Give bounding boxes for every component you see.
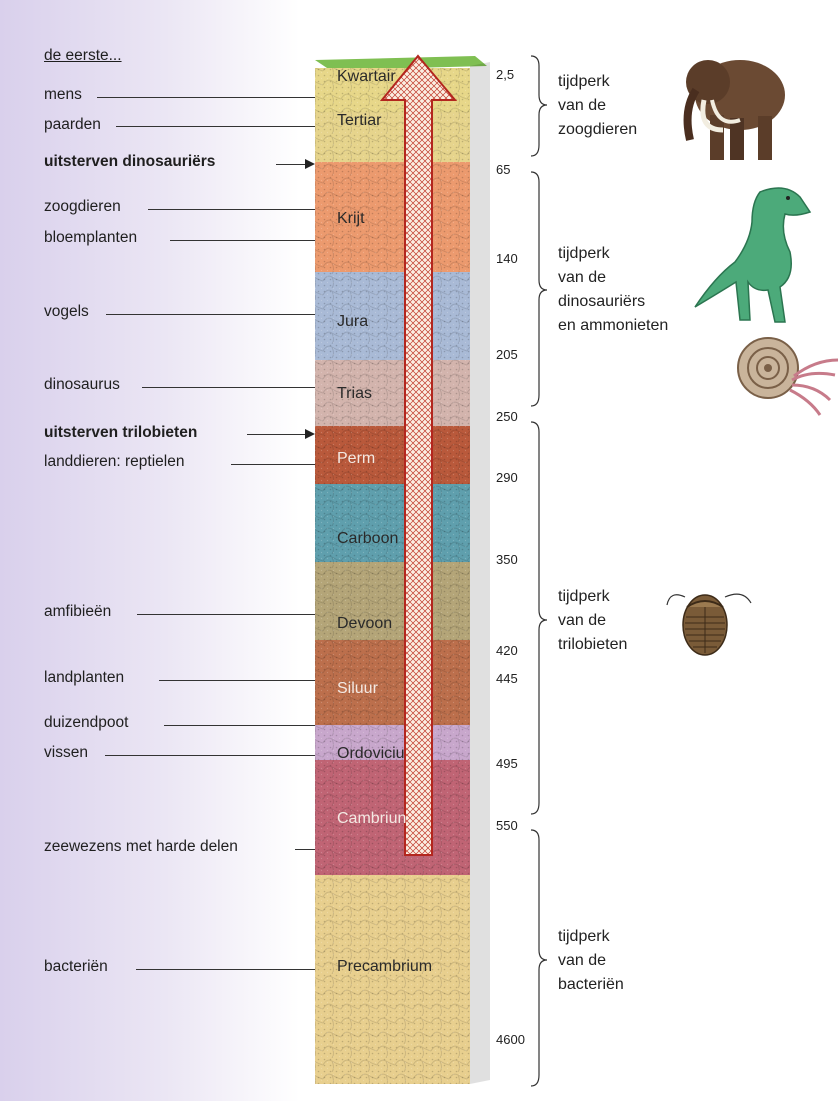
period-label-trias: Trias: [337, 385, 372, 403]
events-heading: de eerste...: [44, 47, 122, 65]
leader-line: [142, 387, 315, 388]
period-label-krijt: Krijt: [337, 210, 365, 228]
event-label: zeewezens met harde delen: [44, 838, 238, 856]
period-label-tertiar: Tertiar: [337, 112, 381, 130]
age-value: 420: [496, 643, 518, 658]
event-label: uitsterven dinosauriërs: [44, 153, 215, 171]
period-label-devoon: Devoon: [337, 615, 392, 633]
era-braces: [525, 50, 555, 1095]
period-label-precambrium: Precambrium: [337, 958, 432, 976]
event-label: landplanten: [44, 669, 124, 687]
event-label: amfibieën: [44, 603, 111, 621]
age-value: 205: [496, 347, 518, 362]
column-side-face: [470, 62, 490, 1084]
leader-line: [159, 680, 315, 681]
event-label: uitsterven trilobieten: [44, 424, 197, 442]
age-value: 550: [496, 818, 518, 833]
mammoth-icon: [668, 40, 798, 170]
leader-line: [137, 614, 315, 615]
leader-line: [231, 464, 315, 465]
age-value: 290: [496, 470, 518, 485]
event-label: mens: [44, 86, 82, 104]
leader-line: [97, 97, 315, 98]
period-label-carboon: Carboon: [337, 530, 398, 548]
period-label-siluur: Siluur: [337, 680, 378, 698]
age-value: 140: [496, 251, 518, 266]
event-label: vogels: [44, 303, 89, 321]
event-label: vissen: [44, 744, 88, 762]
age-value: 2,5: [496, 67, 514, 82]
leader-line: [170, 240, 315, 241]
trilobite-icon: [665, 585, 755, 660]
leader-line: [105, 755, 315, 756]
event-label: bloemplanten: [44, 229, 137, 247]
brace-bacterien: [531, 830, 547, 1086]
event-label: zoogdieren: [44, 198, 121, 216]
age-value: 495: [496, 756, 518, 771]
leader-line: [136, 969, 315, 970]
age-value: 350: [496, 552, 518, 567]
event-label: landdieren: reptielen: [44, 453, 184, 471]
event-label: paarden: [44, 116, 101, 134]
period-label-perm: Perm: [337, 450, 375, 468]
leader-arrow-line: [276, 164, 306, 165]
rock-column: [305, 50, 505, 1090]
brace-dinosauriers: [531, 172, 547, 406]
leader-line: [116, 126, 315, 127]
event-label: bacteriën: [44, 958, 108, 976]
age-value: 65: [496, 162, 510, 177]
ammonite-icon: [730, 330, 840, 420]
dinosaur-icon: [690, 182, 830, 332]
age-value: 4600: [496, 1032, 525, 1047]
brace-zoogdieren: [531, 56, 547, 156]
leader-line: [106, 314, 315, 315]
brace-trilobieten: [531, 422, 547, 814]
period-label-ordoviciu: Ordoviciu: [337, 745, 405, 763]
period-label-jura: Jura: [337, 313, 368, 331]
period-label-cambriun: Cambriun: [337, 810, 406, 828]
leader-arrow-line: [247, 434, 306, 435]
leader-line: [164, 725, 315, 726]
age-value: 445: [496, 671, 518, 686]
period-label-kwartair: Kwartair: [337, 68, 396, 86]
age-value: 250: [496, 409, 518, 424]
event-label: duizendpoot: [44, 714, 128, 732]
leader-line: [148, 209, 315, 210]
event-label: dinosaurus: [44, 376, 120, 394]
